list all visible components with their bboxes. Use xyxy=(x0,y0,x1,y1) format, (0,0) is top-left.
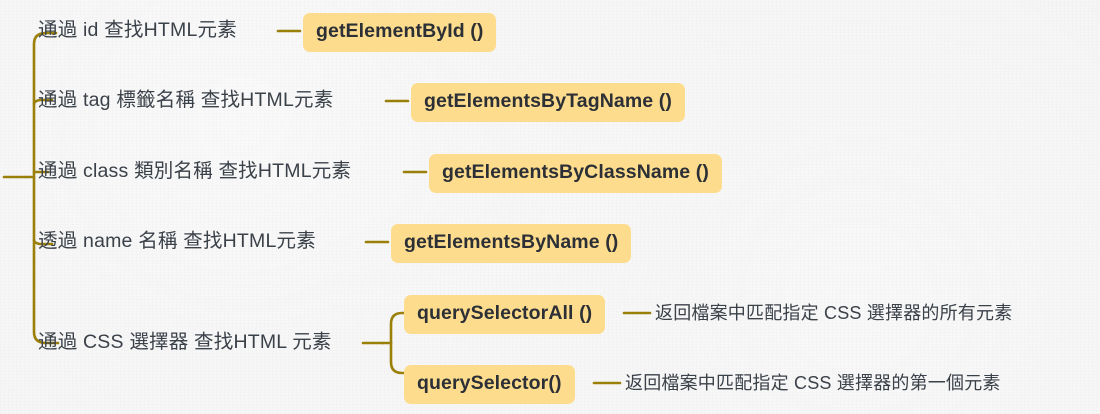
method-chip-query-selector-all[interactable]: querySelectorAll () xyxy=(404,295,606,334)
method-chip-by-name-text: getElementsByName () xyxy=(391,224,632,263)
method-chip-query-selector-text: querySelector() xyxy=(404,365,575,404)
method-chip-by-tag[interactable]: getElementsByTagName () xyxy=(411,83,685,122)
branch-label-by-name[interactable]: 透過 name 名稱 查找HTML元素 xyxy=(38,230,316,252)
sub-brace-upper xyxy=(381,311,406,345)
method-chip-by-class[interactable]: getElementsByClassName () xyxy=(429,154,722,193)
method-chip-by-id-text: getElementById () xyxy=(303,13,497,52)
sub-brace-lower xyxy=(389,341,406,375)
method-chip-by-class-text: getElementsByClassName () xyxy=(429,154,722,193)
branch-label-by-tag[interactable]: 通過 tag 標籤名稱 查找HTML元素 xyxy=(38,89,334,111)
branch-label-by-id[interactable]: 通過 id 查找HTML元素 xyxy=(38,19,237,41)
method-chip-query-selector[interactable]: querySelector() xyxy=(404,365,575,404)
method-chip-by-tag-text: getElementsByTagName () xyxy=(411,83,685,122)
description-query-selector-all: 返回檔案中匹配指定 CSS 選擇器的所有元素 xyxy=(655,303,1013,323)
method-chip-by-id[interactable]: getElementById () xyxy=(303,13,497,52)
main-brace-lower-to-row5 xyxy=(32,175,60,345)
method-chip-by-name[interactable]: getElementsByName () xyxy=(391,224,632,263)
branch-label-by-class[interactable]: 通過 class 類別名稱 查找HTML元素 xyxy=(38,160,352,182)
method-chip-query-selector-all-text: querySelectorAll () xyxy=(404,295,606,334)
description-query-selector: 返回檔案中匹配指定 CSS 選擇器的第一個元素 xyxy=(625,373,1001,393)
branch-label-by-css[interactable]: 通過 CSS 選擇器 查找HTML 元素 xyxy=(38,331,332,353)
